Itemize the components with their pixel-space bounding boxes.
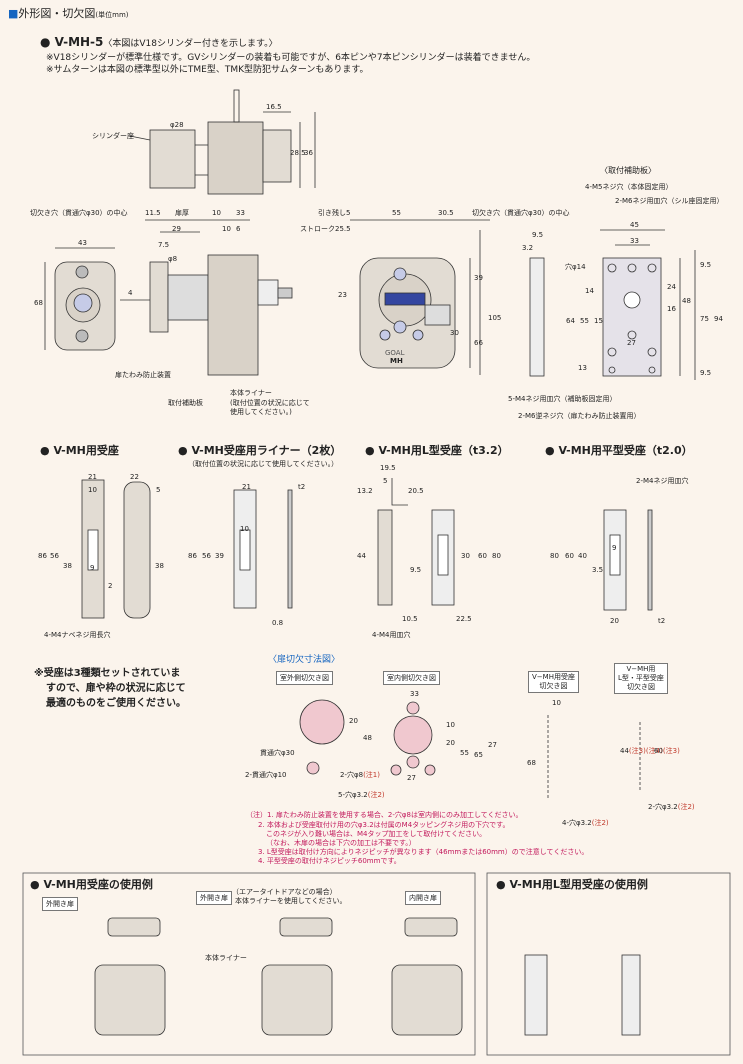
footnote-2: 2. 本体および受座取付け用の穴φ3.2は付属のM4タッピングネジ用の下穴です。 — [258, 821, 510, 829]
recommend-line-1: ※受座は3種類セットされていま — [34, 668, 181, 679]
footnote-6: 4. 平型受座の取付けネジピッチ60mmです。 — [258, 857, 401, 865]
heading-flat-receiver: ● V-MH用平型受座（t2.0） — [545, 444, 693, 457]
cylinder-seat-label: シリンダー座 — [92, 132, 134, 140]
footnote-1: （注）1. 扉たわみ防止装置を使用する場合、2-穴φ8は室内側にのみ加工してくだ… — [246, 811, 523, 819]
heading-liner: ● V-MH受座用ライナー（2枚） — [178, 444, 342, 457]
recommend-line-3: 最適のものをご使用ください。 — [46, 698, 186, 709]
plate-title: 〈取付補助板〉 — [600, 166, 656, 175]
brand-logo: GOAL — [385, 349, 405, 357]
footnote-5: 3. L型受座は取付け方向によりネジピッチが異なります（46mmまたは60mm）… — [258, 848, 589, 856]
liner-label: 本体ライナー — [230, 389, 272, 397]
recommend-line-2: すので、扉や枠の状況に応じて — [46, 683, 186, 694]
cut-title: 〈扉切欠寸法図〉 — [268, 655, 341, 665]
note-2: ※サムターンは本図の標準型以外にTME型、TMK型防犯サムターンもあります。 — [46, 65, 369, 75]
anti-sag-label: 扉たわみ防止装置 — [115, 371, 171, 379]
mount-plate-label: 取付補助板 — [168, 399, 203, 407]
cut-hole-right-label: 切欠き穴（貫通穴φ30）の中心 — [472, 209, 570, 217]
cut-hole-left-label: 切欠き穴（貫通穴φ30）の中心 — [30, 209, 128, 217]
example-right-title: ● V-MH用L型用受座の使用例 — [496, 878, 648, 891]
model-heading: ● V-MH-5〈本図はV18シリンダー付きを示します。〉 — [40, 35, 278, 49]
heading-l-receiver: ● V-MH用L型受座（t3.2） — [365, 444, 509, 457]
heading-receiver: ● V-MH用受座 — [40, 444, 119, 457]
example-left-title: ● V-MH用受座の使用例 — [30, 878, 153, 891]
page-title: ■外形図・切欠図(単位mm) — [8, 7, 129, 20]
title-marker: ■ — [8, 7, 19, 20]
note-1: ※V18シリンダーが標準仕様です。GVシリンダーの装着も可能ですが、6本ピンや7… — [46, 53, 536, 63]
footnote-3: このネジが入り難い場合は、M4タップ加工をして取付けてください。 — [266, 830, 487, 838]
footnote-4: （なお、木扉の場合は下穴の加工は不要です。） — [266, 839, 416, 847]
